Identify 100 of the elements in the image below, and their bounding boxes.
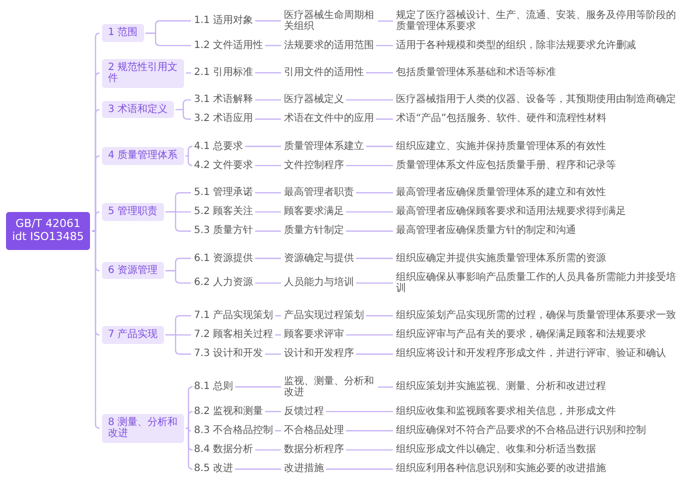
- section-heading: 5.1 管理承诺: [194, 187, 254, 198]
- connector-line: [378, 20, 393, 22]
- connector-line: [245, 146, 281, 147]
- chapter-box: 5 管理职责: [102, 203, 164, 221]
- connector-line: [186, 155, 193, 166]
- connector-line: [376, 118, 393, 120]
- description-text: 组织应确定并提供实施质量管理体系所需的资源: [396, 252, 606, 264]
- connector-line: [255, 72, 281, 74]
- connector-line: [92, 230, 100, 429]
- connector-line: [255, 230, 281, 232]
- section-heading: 3.2 术语应用: [194, 113, 254, 125]
- connector-line: [166, 334, 191, 355]
- connector-line: [326, 410, 393, 412]
- connector-line: [255, 282, 281, 284]
- chapter-box: 8 测量、分析和改进: [102, 414, 184, 443]
- description-text: 适用于各种规模和类型的组织，除非法规要求允许删减: [396, 40, 636, 52]
- description-text: 医疗器械指用于人类的仪器、设备等，其预期使用由制造商确定: [396, 94, 676, 106]
- section-heading: 4.2 文件要求: [194, 160, 254, 172]
- connector-line: [186, 428, 191, 432]
- section-heading: 7.2 顾客相关过程: [194, 329, 274, 341]
- section-heading: 2.1 引用标准: [194, 67, 254, 78]
- concept-text: 医疗器械定义: [284, 94, 344, 106]
- concept-text: 改进措施: [284, 463, 324, 475]
- concept-text: 文件控制程序: [284, 160, 344, 172]
- connector-line: [275, 315, 281, 316]
- connector-line: [92, 211, 100, 232]
- concept-text: 顾客要求评审: [284, 329, 344, 341]
- connector-line: [356, 192, 393, 194]
- connector-line: [356, 258, 393, 259]
- connector-line: [186, 428, 194, 470]
- connector-line: [265, 354, 281, 355]
- connector-line: [265, 44, 281, 46]
- connector-line: [176, 108, 191, 120]
- concept-text: 质量方针制定: [284, 225, 344, 237]
- description-text: 组织应收集和监视顾客要求相关信息，并形成文件: [396, 406, 616, 418]
- connector-line: [166, 211, 191, 232]
- concept-text: 医疗器械生命周期相关组织: [284, 10, 376, 33]
- connector-line: [255, 20, 281, 22]
- section-heading: 1.2 文件适用性: [194, 40, 264, 52]
- connector-line: [265, 410, 281, 412]
- chapter-box: 1 范围: [102, 24, 144, 42]
- connector-line: [235, 468, 281, 470]
- connector-line: [255, 449, 281, 451]
- connector-line: [255, 258, 281, 259]
- description-text: 最高管理者应确保顾客要求和适用法规要求得到满足: [396, 206, 626, 218]
- connector-line: [275, 334, 281, 336]
- concept-text: 最高管理者职责: [284, 187, 354, 198]
- section-heading: 8.3 不合格品控制: [194, 425, 274, 436]
- chapter-box: 7 产品实现: [102, 326, 164, 344]
- description-text: 组织应评审与产品有关的要求，确保满足顾客和法规要求: [396, 329, 646, 341]
- connector-line: [235, 386, 281, 388]
- concept-text: 反馈过程: [284, 406, 324, 418]
- description-text: 包括质量管理体系基础和术语等标准: [396, 67, 556, 78]
- connector-line: [346, 211, 393, 213]
- chapter-box: 6 资源管理: [102, 262, 164, 280]
- connector-line: [346, 430, 393, 432]
- description-text: 组织应形成文件以确定、收集和分析适当数据: [396, 444, 596, 456]
- section-heading: 3.1 术语解释: [194, 94, 254, 106]
- connector-line: [356, 282, 393, 284]
- section-heading: 6.1 资源提供: [194, 252, 254, 264]
- description-text: 组织应策划并实施监视、测量、分析和改进过程: [396, 381, 606, 393]
- description-text: 最高管理者应确保质量管理体系的建立和有效性: [396, 187, 606, 198]
- connector-line: [326, 468, 393, 470]
- section-heading: 5.3 质量方针: [194, 225, 254, 237]
- root-topic-box: GB/T 42061 idt ISO13485: [6, 212, 90, 250]
- connector-line: [346, 449, 393, 451]
- description-text: 组织应确保对不符合产品要求的不合格品进行识别和控制: [396, 425, 646, 436]
- concept-text: 质量管理体系建立: [284, 140, 364, 152]
- description-text: 规定了医疗器械设计、生产、流通、安装、服务及停用等阶段的质量管理体系要求: [396, 10, 676, 33]
- connector-line: [275, 430, 281, 432]
- connector-line: [186, 146, 193, 157]
- concept-text: 数据分析程序: [284, 444, 344, 456]
- connector-line: [356, 354, 393, 355]
- section-heading: 8.1 总则: [194, 381, 234, 393]
- connector-line: [366, 146, 393, 147]
- concept-text: 法规要求的适用范围: [284, 40, 374, 52]
- chapter-box: 3 术语和定义: [102, 100, 174, 118]
- connector-line: [255, 99, 281, 101]
- description-text: 组织应策划产品实现所需的过程，确保与质量管理体系要求一致: [396, 310, 676, 322]
- description-text: 最高管理者应确保质量方针的制定和沟通: [396, 225, 576, 237]
- description-text: 组织应确保从事影响产品质量工作的人员具备所需能力并接受培训: [396, 272, 676, 295]
- connector-line: [146, 32, 191, 46]
- concept-text: 引用文件的适用性: [284, 67, 364, 78]
- description-text: 组织应建立、实施并保持质量管理体系的有效性: [396, 140, 606, 152]
- concept-text: 术语在文件中的应用: [284, 113, 374, 125]
- description-text: 术语“产品”包括服务、软件、硬件和流程性材料: [396, 113, 606, 125]
- connector-line: [166, 270, 191, 284]
- section-heading: 8.5 改进: [194, 463, 234, 475]
- connector-line: [346, 164, 393, 166]
- connector-line: [255, 118, 281, 120]
- connector-line: [346, 334, 393, 336]
- connector-line: [346, 99, 393, 101]
- connector-line: [186, 410, 194, 429]
- chapter-box: 2 规范性引用文件: [102, 58, 184, 88]
- section-heading: 1.1 适用对象: [194, 15, 254, 27]
- concept-text: 顾客要求满足: [284, 206, 344, 218]
- connector-line: [346, 230, 393, 232]
- connector-line: [366, 315, 393, 316]
- concept-text: 不合格品处理: [284, 425, 344, 436]
- description-text: 组织应将设计和开发程序形成文件，并进行评审、验证和确认: [396, 348, 666, 360]
